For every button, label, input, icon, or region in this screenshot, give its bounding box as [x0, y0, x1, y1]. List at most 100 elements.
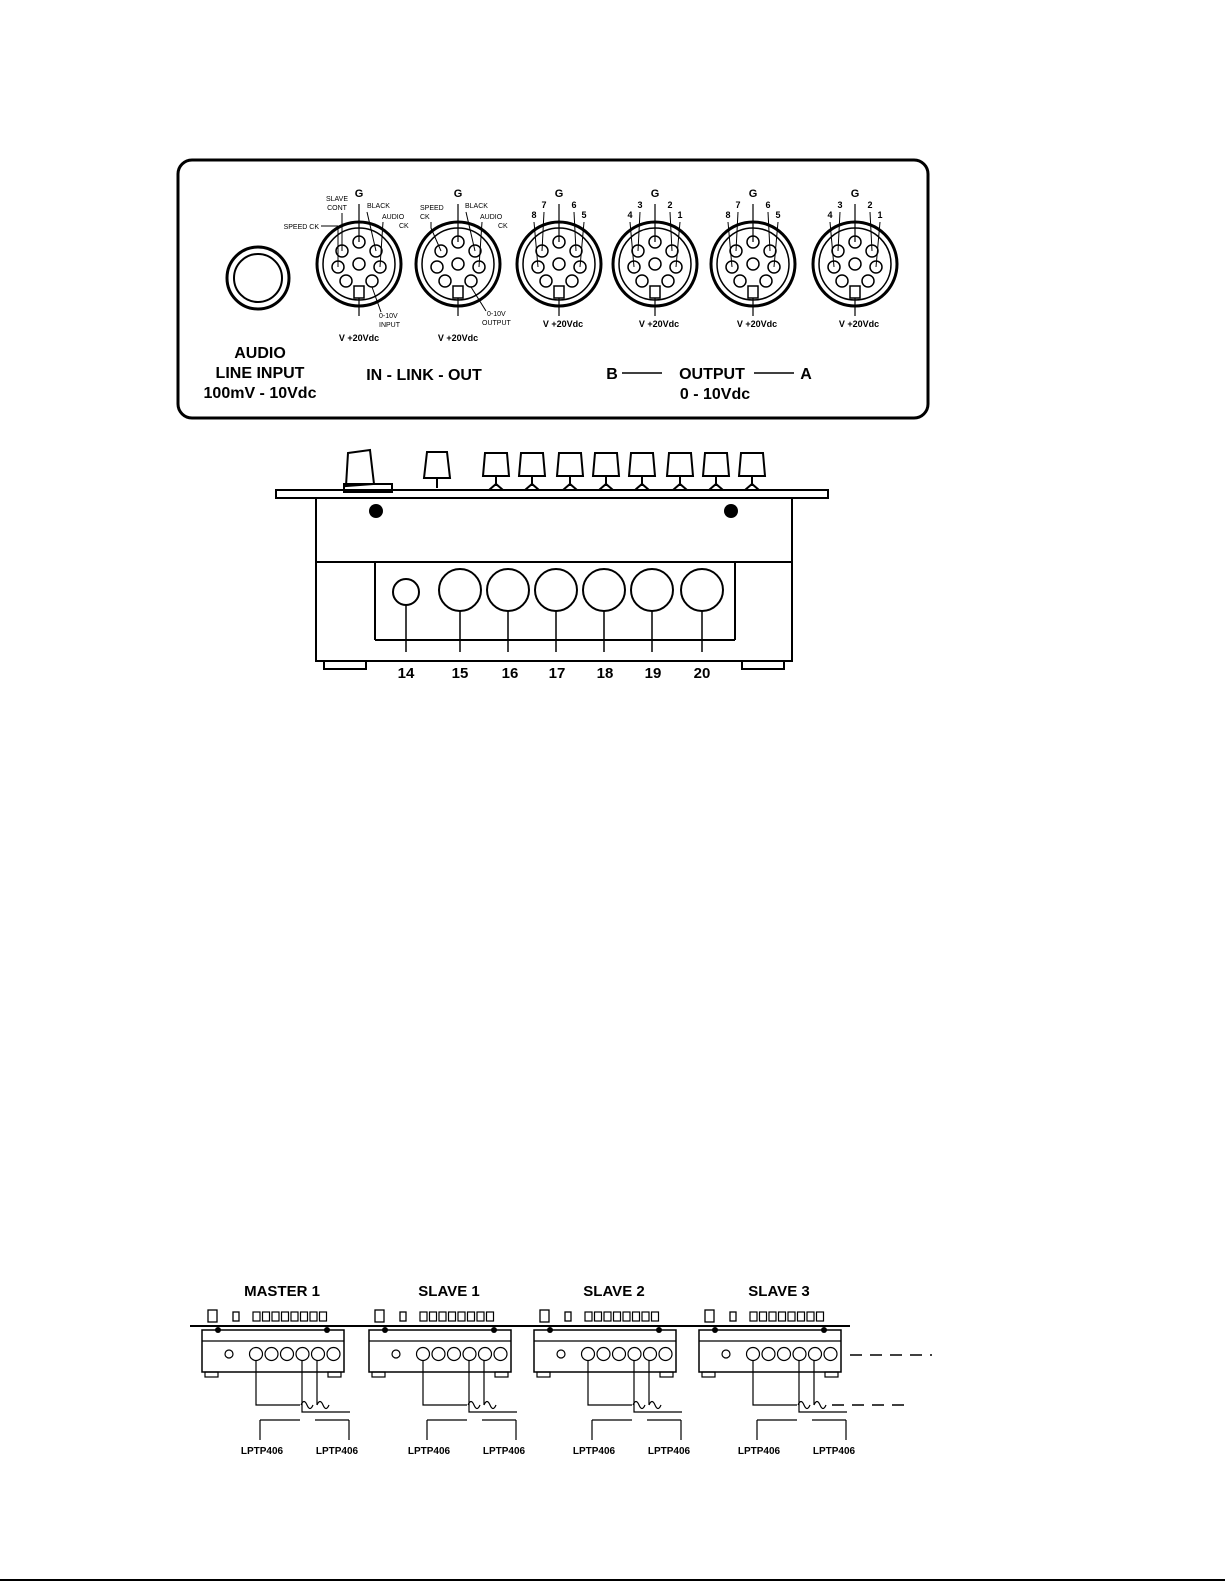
knob	[737, 452, 767, 477]
v-label: V +20Vdc	[839, 319, 879, 329]
din-pin	[835, 274, 849, 288]
pin-label-slave-cont: SLAVE	[326, 196, 348, 203]
pin-number: 3	[637, 200, 642, 210]
din-pin	[848, 257, 862, 271]
pin-label-speed: SPEED	[420, 205, 444, 212]
knob	[481, 452, 511, 477]
callout-number: 17	[549, 665, 566, 682]
cable-label: LPTP406	[408, 1446, 451, 1457]
cable-label: LPTP406	[573, 1446, 616, 1457]
pin-label-io: INPUT	[379, 322, 401, 329]
callout-number: 20	[694, 665, 711, 682]
knob	[701, 452, 731, 477]
pin-number: 8	[725, 210, 730, 220]
output-range: 0 - 10Vdc	[680, 386, 750, 403]
cable-label: LPTP406	[813, 1446, 856, 1457]
din-pin	[827, 260, 841, 274]
pin-label-g: G	[555, 188, 564, 200]
side-din-connector	[630, 568, 674, 652]
pin-number: 5	[581, 210, 586, 220]
pin-label-g: G	[851, 188, 860, 200]
din-pin	[725, 260, 739, 274]
pin-number: 6	[765, 200, 770, 210]
screw-left	[369, 504, 383, 518]
din-pin	[635, 274, 649, 288]
din-pin	[434, 244, 448, 258]
pin-number: 5	[775, 210, 780, 220]
pin-number: 6	[571, 200, 576, 210]
pin-label-g: G	[454, 188, 463, 200]
rear-panel-frame	[176, 158, 930, 420]
din-pin	[661, 274, 675, 288]
page-bottom-rule	[0, 1579, 1225, 1581]
pin-label-slave-cont: CONT	[327, 205, 348, 212]
unit-title: SLAVE 3	[748, 1283, 809, 1300]
pin-label-audio-ck: CK	[498, 223, 508, 230]
side-audio-jack	[392, 578, 420, 606]
din-pin	[869, 260, 883, 274]
callout-number: 14	[398, 665, 415, 682]
cable-label: LPTP406	[738, 1446, 781, 1457]
side-din-connector	[582, 568, 626, 652]
din-pin	[573, 260, 587, 274]
callout-number: 16	[502, 665, 519, 682]
side-din-connector	[680, 568, 724, 652]
pin-label-g: G	[355, 188, 364, 200]
din-pin	[759, 274, 773, 288]
callout-number: 18	[597, 665, 614, 682]
pin-label-audio-ck: AUDIO	[480, 214, 503, 221]
din-pin	[531, 260, 545, 274]
pin-label-io: OUTPUT	[482, 320, 512, 327]
pin-label-audio-ck: AUDIO	[382, 214, 405, 221]
pin-label-speed-ck: SPEED CK	[284, 224, 320, 231]
din-pin	[430, 260, 444, 274]
pin-label-black: BLACK	[465, 203, 488, 210]
pin-number: 8	[531, 210, 536, 220]
din-pin	[627, 260, 641, 274]
pin-label-audio-ck: CK	[399, 223, 409, 230]
pin-label-speed: CK	[420, 214, 430, 221]
audio-input-jack	[225, 245, 291, 311]
din-pin	[648, 257, 662, 271]
v-label: V +20Vdc	[438, 333, 478, 343]
callout-number: 15	[452, 665, 469, 682]
din-pin	[746, 257, 760, 271]
pin-label-g: G	[651, 188, 660, 200]
unit-title: SLAVE 1	[418, 1283, 479, 1300]
chain-unit-1: MASTER 1 LPTP406 LPTP406	[201, 1283, 359, 1457]
cable-label: LPTP406	[316, 1446, 359, 1457]
v-label: V +20Vdc	[543, 319, 583, 329]
pin-number: 7	[541, 200, 546, 210]
pin-label-g: G	[749, 188, 758, 200]
rear-panel-diagram: AUDIO LINE INPUT 100mV - 10Vdc IN - LINK…	[176, 158, 930, 420]
chain-unit-3: SLAVE 2 LPTP406 LPTP406	[533, 1283, 691, 1457]
screw-right	[724, 504, 738, 518]
pin-number: 2	[867, 200, 872, 210]
unit-title: MASTER 1	[244, 1283, 320, 1300]
cable-label: LPTP406	[241, 1446, 284, 1457]
din-pin	[369, 244, 383, 258]
pin-number: 2	[667, 200, 672, 210]
din-pin	[539, 274, 553, 288]
side-din-connector	[486, 568, 530, 652]
din-pin	[464, 274, 478, 288]
din-pin	[352, 257, 366, 271]
unit-title: SLAVE 2	[583, 1283, 644, 1300]
din-pin	[861, 274, 875, 288]
knob	[517, 452, 547, 477]
audio-input-range: 100mV - 10Vdc	[204, 385, 317, 402]
chain-unit-4: SLAVE 3 LPTP406 LPTP406	[698, 1283, 856, 1457]
pin-label-io: 0-10V	[379, 313, 398, 320]
din-pin	[767, 260, 781, 274]
din-link-in: G SLAVE CONT SPEED CK BLACK AUDIO CK 0-10V INPUT…	[284, 188, 409, 343]
pin-label-black: BLACK	[367, 203, 390, 210]
cable-label: LPTP406	[648, 1446, 691, 1457]
output-a-label: A	[800, 366, 812, 383]
din-pin	[565, 274, 579, 288]
pin-number: 1	[877, 210, 882, 220]
v-label: V +20Vdc	[639, 319, 679, 329]
audio-input-title: AUDIO	[234, 345, 286, 362]
din-pin	[669, 260, 683, 274]
